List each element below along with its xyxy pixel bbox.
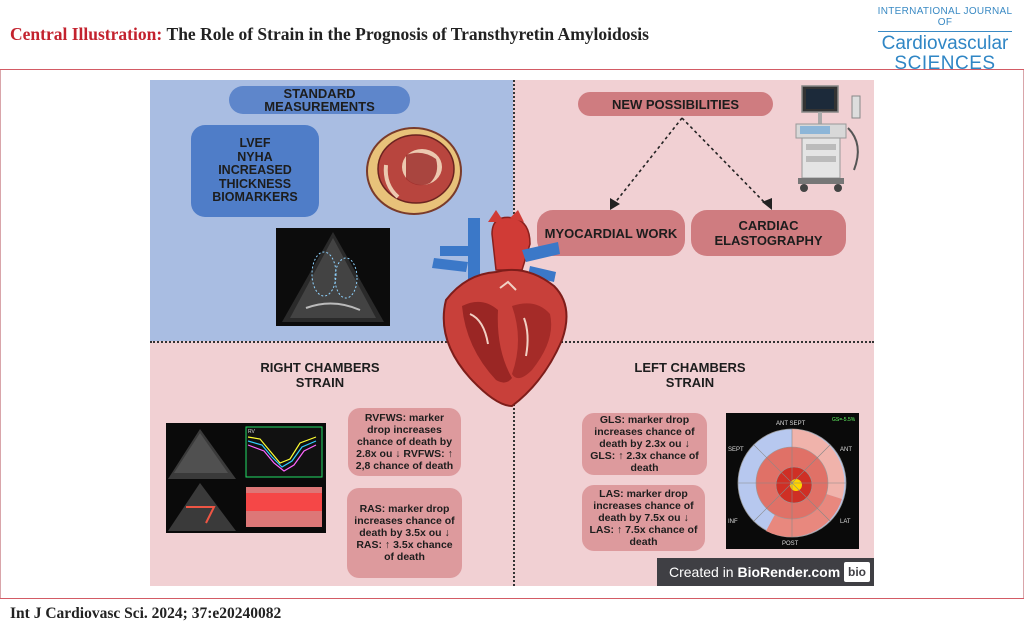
standard-measurements-list: LVEF NYHA INCREASED THICKNESS BIOMARKERS (191, 125, 319, 217)
biorender-badge: bio (844, 562, 870, 582)
bullseye-global-strain: GS=-5.5% (832, 417, 856, 423)
standard-measurements-heading: STANDARD MEASUREMENTS (229, 86, 410, 114)
bullseye-strain-plot: ANT SEPT GS=-5.5% ANT LAT POST INF SEPT (726, 413, 859, 549)
left-chambers-heading: LEFT CHAMBERS STRAIN (634, 360, 746, 390)
standard-item-thickness: THICKNESS (218, 176, 292, 191)
bullseye-label-ant: ANT (840, 447, 852, 453)
footer: Int J Cardiovasc Sci. 2024; 37:e20240082 (0, 598, 1024, 628)
branch-arrows-icon (610, 117, 772, 210)
myocardial-work-label: MYOCARDIAL WORK (537, 210, 685, 256)
new-possibilities-heading: NEW POSSIBILITIES (578, 92, 773, 116)
apical-echo-image (276, 228, 390, 326)
standard-item-lvef: LVEF (239, 136, 271, 151)
bullseye-label-sept: SEPT (728, 447, 744, 453)
journal-logo-line3: SCIENCES (894, 53, 996, 74)
journal-logo-line1: INTERNATIONAL JOURNAL OF (877, 6, 1013, 28)
standard-item-increased: INCREASED (218, 163, 292, 178)
rvfws-info-box: RVFWS: marker drop increases chance of d… (348, 408, 461, 476)
header: Central Illustration: The Role of Strain… (0, 0, 1024, 74)
bullseye-label-post: POST (782, 541, 799, 547)
journal-logo-line2: Cardiovascular (881, 33, 1009, 54)
bullseye-label-inf: INF (728, 519, 738, 525)
gls-info-box: GLS: marker drop increases chance of dea… (582, 413, 707, 475)
standard-item-biomarkers: BIOMARKERS (212, 190, 298, 205)
figure-title: Central Illustration: The Role of Strain… (10, 24, 649, 45)
biorender-brand: BioRender.com (737, 564, 841, 580)
standard-item-nyha: NYHA (237, 149, 273, 164)
biorender-text: Created in BioRender.com (669, 564, 840, 580)
biorender-watermark: Created in BioRender.com bio (657, 558, 874, 586)
journal-logo-rule (878, 31, 1012, 32)
bullseye-label-ant-sept: ANT SEPT (776, 421, 806, 427)
journal-logo: INTERNATIONAL JOURNAL OF Cardiovascular … (874, 6, 1016, 74)
heart-cross-section-icon (366, 127, 462, 215)
ultrasound-machine-icon (795, 85, 861, 192)
figure-title-lead: Central Illustration: (10, 24, 163, 44)
bullseye-label-lat: LAT (840, 519, 851, 525)
las-info-box: LAS: marker drop increases chance of dea… (582, 485, 705, 551)
svg-text:RV: RV (248, 429, 256, 435)
citation: Int J Cardiovasc Sci. 2024; 37:e20240082 (10, 605, 282, 622)
right-chambers-heading: RIGHT CHAMBERS STRAIN (260, 360, 380, 390)
biorender-created-in: Created in (669, 564, 738, 580)
illustration-panel: STANDARD MEASUREMENTS LVEF NYHA INCREASE… (150, 80, 874, 586)
heart-anatomy-icon (432, 210, 568, 408)
figure-title-text: The Role of Strain in the Prognosis of T… (166, 24, 649, 44)
cardiac-elastography-label: CARDIAC ELASTOGRAPHY (691, 210, 846, 256)
right-ventricle-echo-image: RV (166, 423, 326, 533)
ras-info-box: RAS: marker drop increases chance of dea… (347, 488, 462, 578)
